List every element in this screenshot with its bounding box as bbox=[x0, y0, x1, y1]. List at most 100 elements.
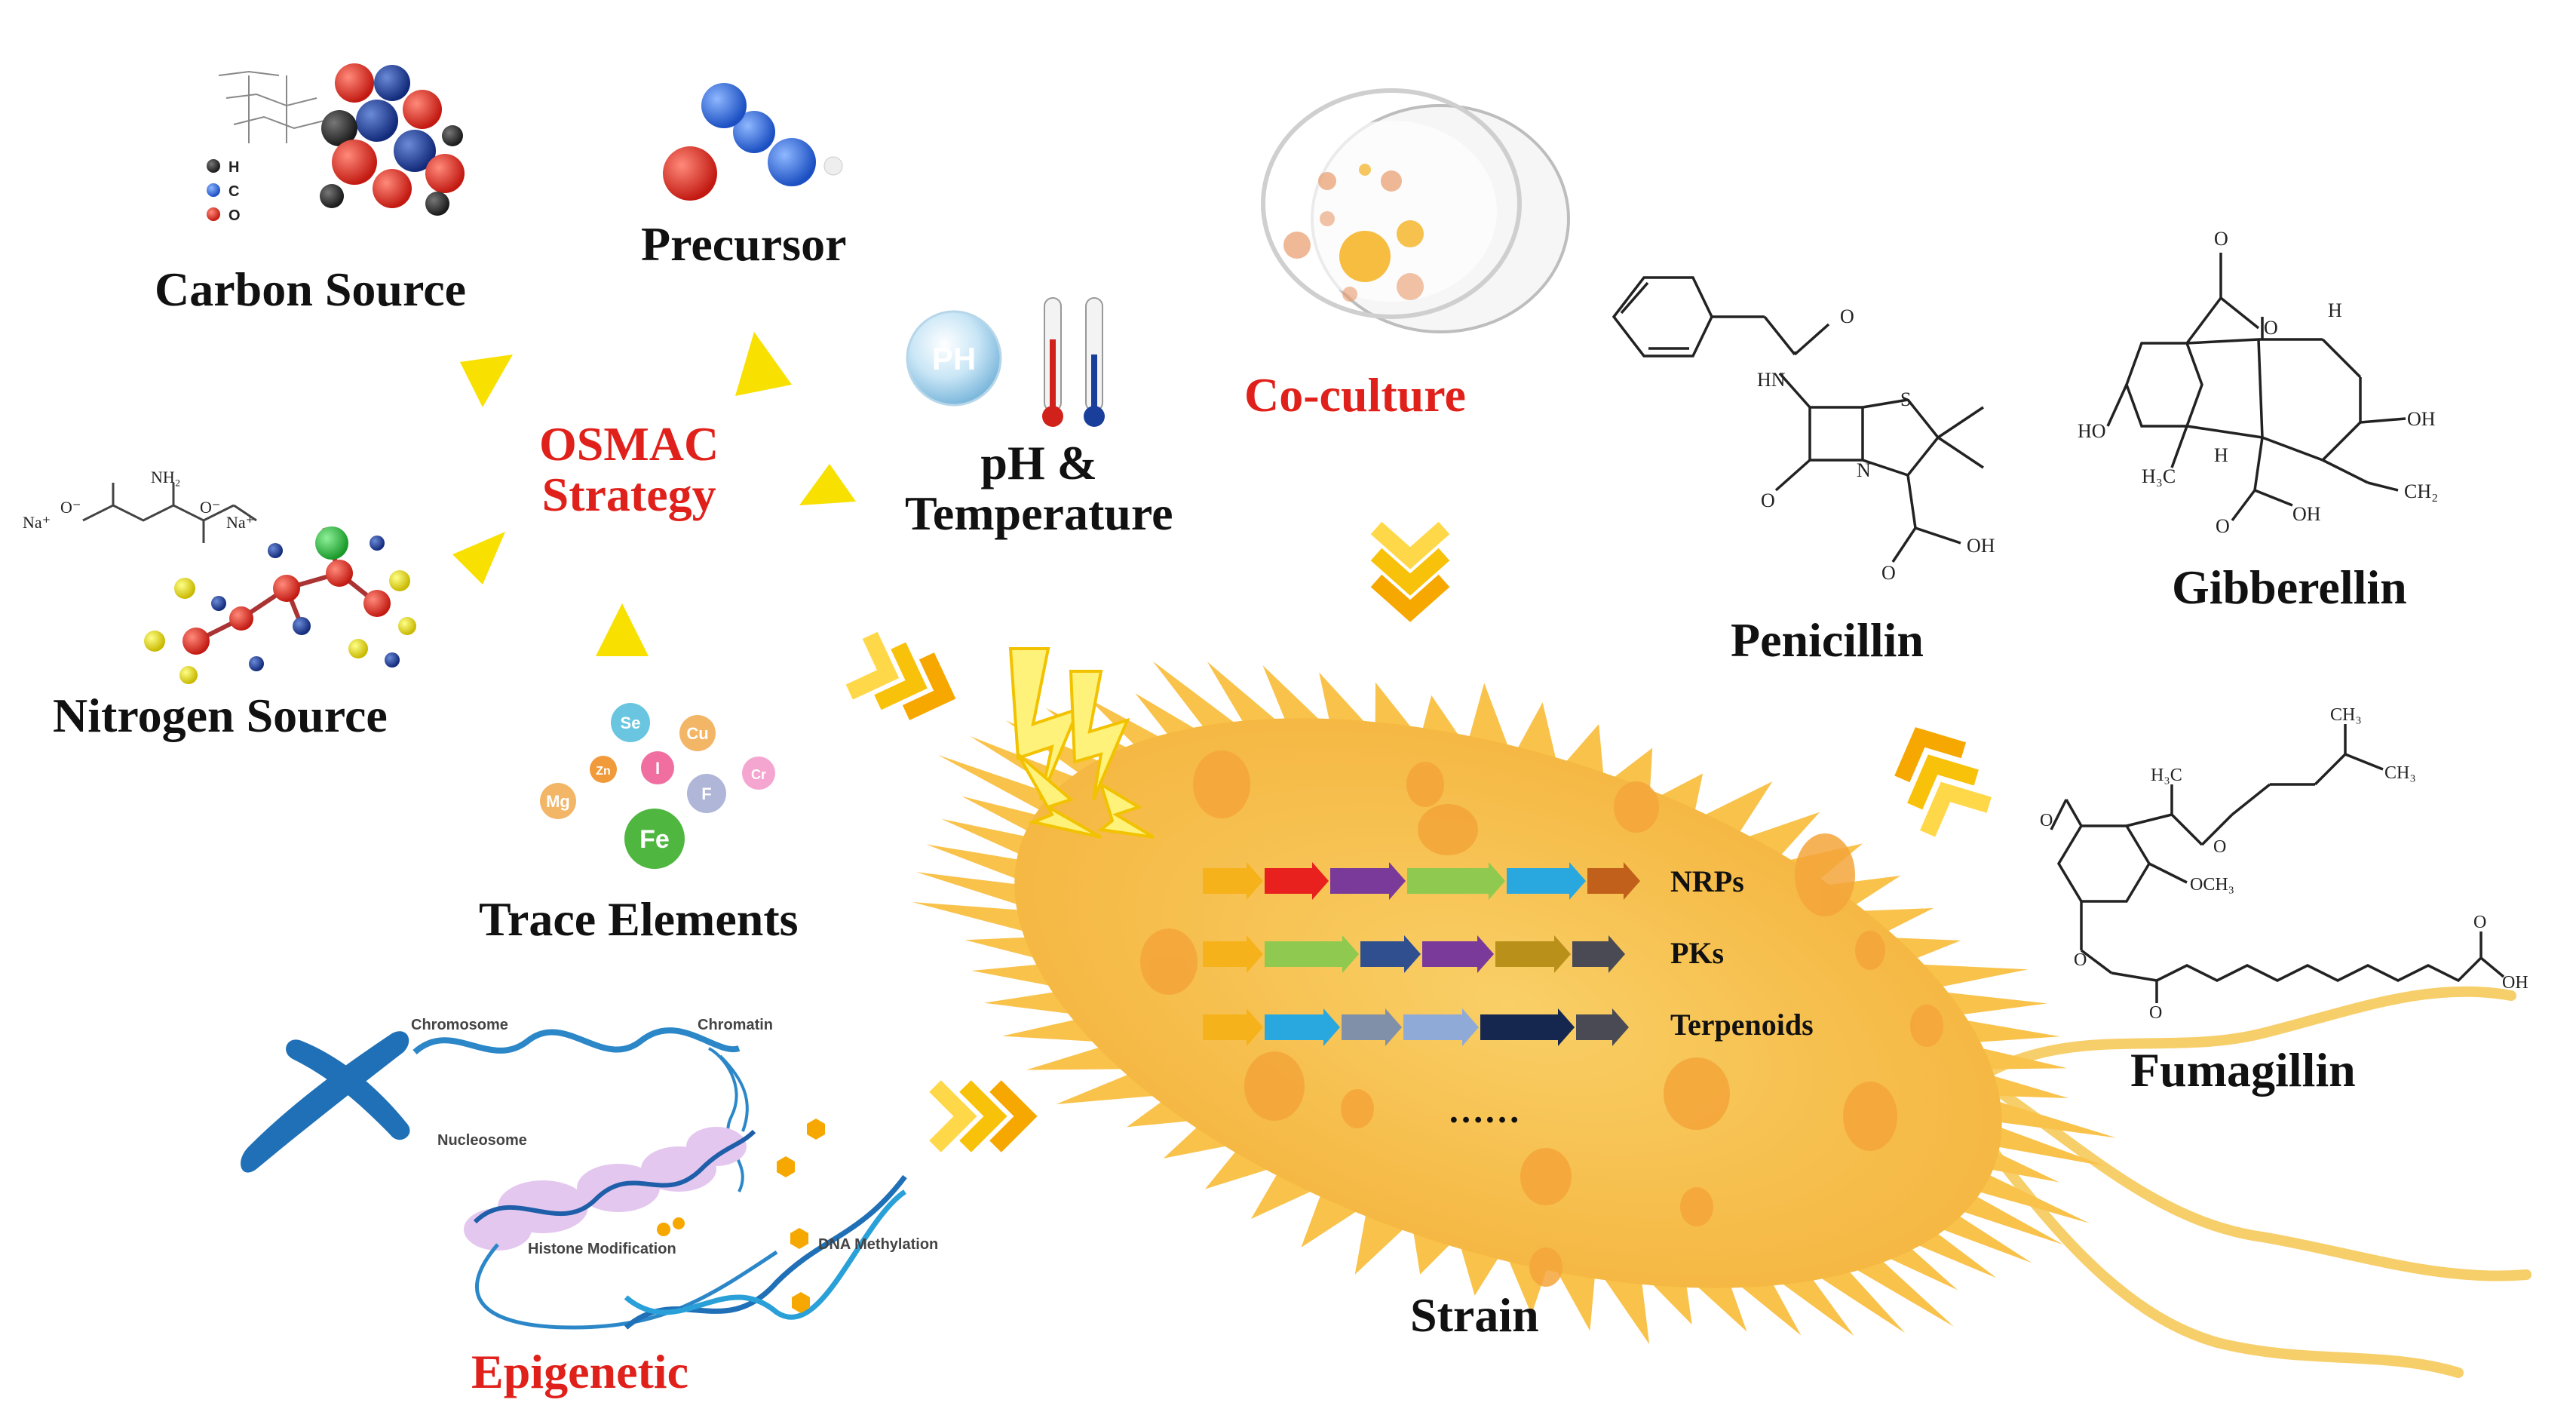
svg-text:O: O bbox=[1840, 305, 1854, 327]
gene-arrow bbox=[1403, 1008, 1479, 1046]
svg-text:H₃C: H₃C bbox=[2151, 766, 2182, 785]
label-ph-temperature: pH & Temperature bbox=[905, 437, 1173, 539]
carbon-molecule-icon bbox=[207, 63, 465, 221]
svg-text:CH₃: CH₃ bbox=[2330, 705, 2362, 725]
gibberellin-structure bbox=[2106, 253, 2406, 522]
epigenetic-illustration bbox=[241, 1027, 907, 1330]
strain-spike bbox=[1933, 990, 2047, 1016]
fumagillin-atom-labels: CH₃ CH₃ H₃C O O OCH₃ O O O OH bbox=[2040, 705, 2528, 1023]
chromatin-coil bbox=[708, 1047, 749, 1192]
gene-arrow bbox=[1203, 935, 1263, 973]
strain-spike bbox=[1653, 773, 1704, 818]
svg-text:H: H bbox=[2214, 444, 2228, 466]
label-epigenetic: Epigenetic bbox=[471, 1345, 688, 1398]
strain-spike bbox=[912, 901, 1038, 935]
dna-loop bbox=[475, 1243, 778, 1330]
strain-spike bbox=[1689, 1278, 1747, 1332]
strain-spike bbox=[1375, 682, 1418, 735]
label-co-culture: Co-culture bbox=[1244, 368, 1466, 422]
ph-line-1: pH & bbox=[980, 436, 1098, 490]
svg-text:Cr: Cr bbox=[751, 767, 766, 782]
strain-spike bbox=[925, 844, 1032, 884]
svg-text:NH₂: NH₂ bbox=[151, 468, 180, 486]
lightning-icon bbox=[1008, 647, 1155, 839]
strain-spike bbox=[1645, 1276, 1692, 1325]
gene-arrow bbox=[1265, 1008, 1340, 1046]
gene-label-pks: PKs bbox=[1670, 936, 1725, 970]
strain-spike bbox=[1127, 1097, 1200, 1128]
strain-spike bbox=[1467, 683, 1511, 753]
svg-text:Zn: Zn bbox=[596, 765, 611, 778]
svg-text:OH: OH bbox=[2502, 973, 2528, 993]
svg-text:O: O bbox=[2216, 515, 2230, 537]
svg-text:Histone Modification: Histone Modification bbox=[528, 1241, 676, 1257]
svg-text:HO: HO bbox=[2078, 420, 2106, 442]
label-gibberellin: Gibberellin bbox=[2172, 560, 2407, 614]
svg-text:N: N bbox=[1857, 459, 1871, 481]
strain-spots bbox=[1140, 750, 1943, 1287]
dna-helix-icon bbox=[624, 1174, 907, 1330]
svg-text:DNA Methylation: DNA Methylation bbox=[818, 1236, 938, 1253]
triangle-to-carbon bbox=[460, 354, 513, 407]
strain-spike bbox=[1553, 1263, 1596, 1331]
gene-label-terpenoids: Terpenoids bbox=[1670, 1008, 1814, 1042]
svg-text:OH: OH bbox=[2407, 408, 2436, 430]
fumagillin-structure bbox=[2050, 724, 2505, 1003]
svg-text:OH: OH bbox=[2292, 503, 2321, 525]
penicillin-atom-labels: O HN S N O O OH bbox=[1757, 305, 1995, 584]
svg-text:O: O bbox=[2214, 228, 2228, 250]
methyl-group-icons bbox=[657, 1119, 825, 1313]
precursor-molecule-icon bbox=[663, 83, 843, 201]
svg-text:CH₃: CH₃ bbox=[2384, 763, 2416, 783]
chromatin-fiber bbox=[412, 1027, 741, 1055]
gene-arrow bbox=[1407, 862, 1505, 900]
gene-arrow bbox=[1572, 935, 1625, 973]
strain-spike bbox=[1984, 1122, 2107, 1167]
svg-text:O⁻: O⁻ bbox=[200, 498, 221, 517]
gene-arrow bbox=[1330, 862, 1406, 900]
chevron-right-icon bbox=[929, 1080, 1038, 1152]
carbon-legend-o: O bbox=[228, 207, 241, 224]
gene-arrow bbox=[1480, 1008, 1575, 1046]
strain-spike bbox=[1845, 1253, 1954, 1327]
gene-arrow bbox=[1265, 935, 1359, 973]
label-strain: Strain bbox=[1410, 1288, 1539, 1342]
label-fumagillin: Fumagillin bbox=[2130, 1043, 2356, 1097]
gene-arrow bbox=[1422, 935, 1494, 973]
label-penicillin: Penicillin bbox=[1731, 613, 1924, 667]
svg-text:O⁻: O⁻ bbox=[60, 498, 81, 517]
carbon-legend-c: C bbox=[228, 183, 239, 200]
gibberellin-atom-labels: O O H HO H OH H₃C CH₂ O OH bbox=[2078, 228, 2438, 537]
gene-arrow bbox=[1507, 862, 1586, 900]
strain-spike bbox=[1979, 1071, 2069, 1099]
label-osmac-strategy: OSMAC Strategy bbox=[539, 419, 719, 520]
strain-spike bbox=[1810, 1263, 1906, 1334]
strain-spike bbox=[941, 818, 1039, 861]
svg-text:O: O bbox=[1761, 490, 1775, 511]
svg-text:O: O bbox=[1881, 562, 1896, 584]
svg-text:O: O bbox=[2074, 950, 2087, 970]
gene-arrow bbox=[1576, 1008, 1629, 1046]
carbon-legend-h: H bbox=[228, 159, 239, 176]
svg-text:Na⁺: Na⁺ bbox=[226, 513, 254, 532]
strain-cell bbox=[912, 661, 2117, 1345]
strain-spike bbox=[1968, 1045, 2068, 1070]
nitrogen-atom-labels: Na⁺ O⁻ NH₂ O⁻ Na⁺ bbox=[23, 468, 254, 532]
chevrons bbox=[845, 521, 1992, 1152]
osmac-pointer-triangles bbox=[452, 332, 856, 656]
svg-text:F: F bbox=[701, 784, 711, 803]
svg-text:Chromosome: Chromosome bbox=[411, 1017, 508, 1033]
svg-text:O: O bbox=[2213, 837, 2226, 857]
strain-spike bbox=[1772, 1271, 1854, 1337]
carbon-skeletal-formula bbox=[218, 70, 325, 143]
svg-text:OCH₃: OCH₃ bbox=[2190, 875, 2234, 895]
nitrogen-molecule-icon bbox=[82, 483, 416, 684]
gene-arrow bbox=[1203, 862, 1263, 900]
svg-text:Mg: Mg bbox=[546, 792, 570, 811]
strain-spike bbox=[1319, 672, 1372, 730]
svg-text:O: O bbox=[2473, 913, 2486, 932]
svg-text:O: O bbox=[2264, 317, 2278, 339]
svg-text:Se: Se bbox=[621, 714, 641, 732]
strain-spike bbox=[1965, 1168, 2090, 1223]
triangle-to-trace bbox=[596, 603, 649, 656]
